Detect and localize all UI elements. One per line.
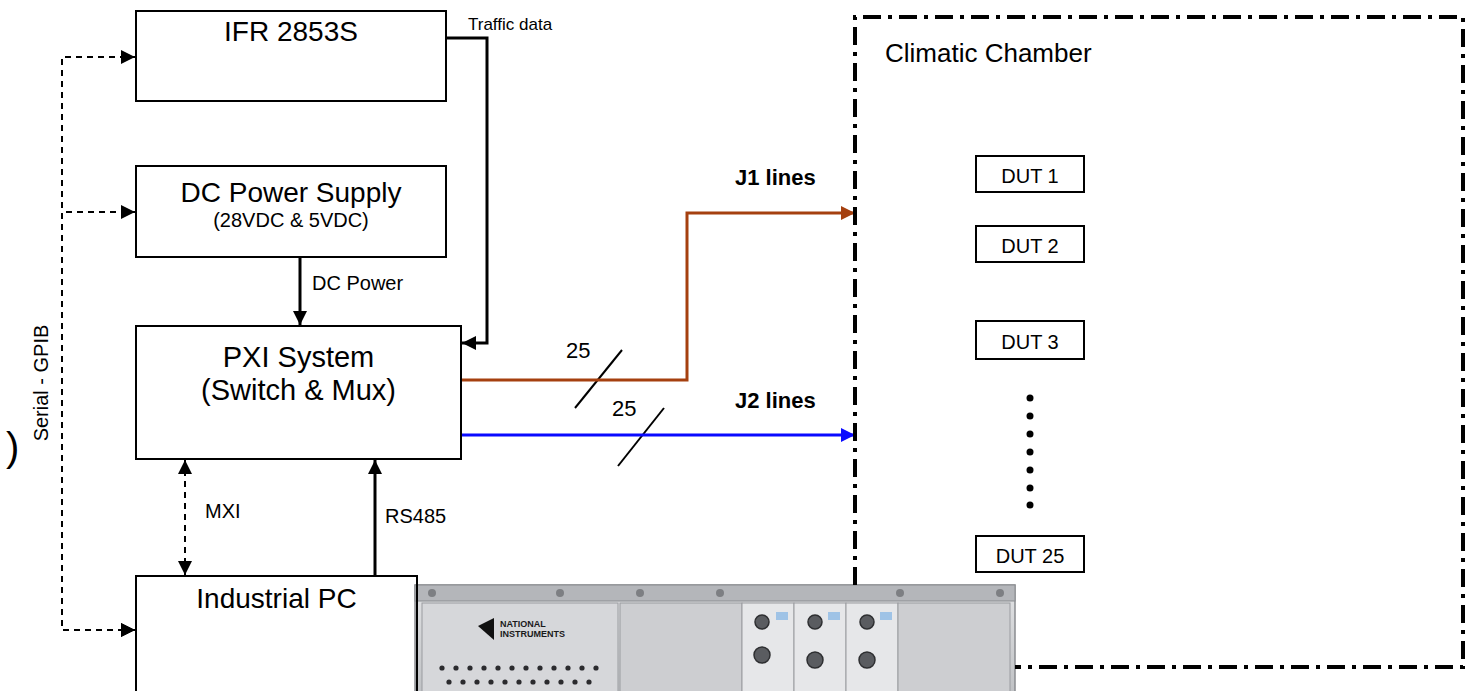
box-title: DUT 1 bbox=[1001, 165, 1058, 188]
connector bbox=[447, 38, 487, 343]
dut-box: DUT 3 bbox=[975, 320, 1085, 360]
chamber-outline bbox=[855, 15, 1465, 687]
connector bbox=[462, 213, 855, 380]
dut-box: DUT 2 bbox=[975, 225, 1085, 263]
box-title: Industrial PC bbox=[196, 583, 356, 615]
connector bbox=[299, 258, 302, 325]
chamber-title: Climatic Chamber bbox=[885, 39, 1092, 69]
dut-box: DUT 1 bbox=[975, 155, 1085, 193]
edge-label: MXI bbox=[203, 500, 243, 522]
connector bbox=[374, 460, 377, 575]
edge-label: Serial - GPIB bbox=[30, 323, 52, 444]
box-title: DUT 2 bbox=[1001, 235, 1058, 258]
edge-label: DC Power bbox=[310, 272, 405, 294]
edge-label: RS485 bbox=[383, 505, 448, 527]
box-title: DUT 25 bbox=[996, 545, 1065, 568]
box-title: DUT 3 bbox=[1001, 331, 1058, 354]
pxi-system-box: PXI System(Switch & Mux) bbox=[135, 325, 462, 460]
connector bbox=[462, 434, 855, 437]
stray-bracket: ) bbox=[6, 425, 19, 469]
logo-text: NATIONAL INSTRUMENTS bbox=[500, 620, 580, 640]
edge-label: Traffic data bbox=[466, 16, 554, 35]
box-subtitle: (Switch & Mux) bbox=[201, 374, 396, 407]
box-title: IFR 2853S bbox=[224, 16, 358, 48]
chamber-border bbox=[855, 17, 1463, 667]
connector bbox=[184, 460, 186, 575]
box-title: PXI System bbox=[223, 341, 375, 374]
connector bbox=[62, 57, 135, 630]
bus-width-number: 25 bbox=[566, 339, 590, 363]
edge-label: J2 lines bbox=[733, 389, 818, 413]
box-title: DC Power Supply bbox=[181, 177, 402, 209]
connector bbox=[62, 212, 135, 630]
dut-box: DUT 25 bbox=[975, 535, 1085, 573]
computer-box: Industrial PC bbox=[135, 575, 418, 691]
instrument-box: IFR 2853S bbox=[135, 10, 447, 102]
box-subtitle: (28VDC & 5VDC) bbox=[213, 209, 369, 232]
bus-width-number: 25 bbox=[612, 397, 636, 421]
continuation-dots bbox=[1027, 395, 1034, 509]
power-supply-box: DC Power Supply(28VDC & 5VDC) bbox=[135, 165, 447, 258]
edge-label: J1 lines bbox=[733, 166, 818, 190]
climatic-chamber: Climatic ChamberDUT 1 DUT 2 DUT 3 DUT 25 bbox=[855, 15, 1465, 687]
